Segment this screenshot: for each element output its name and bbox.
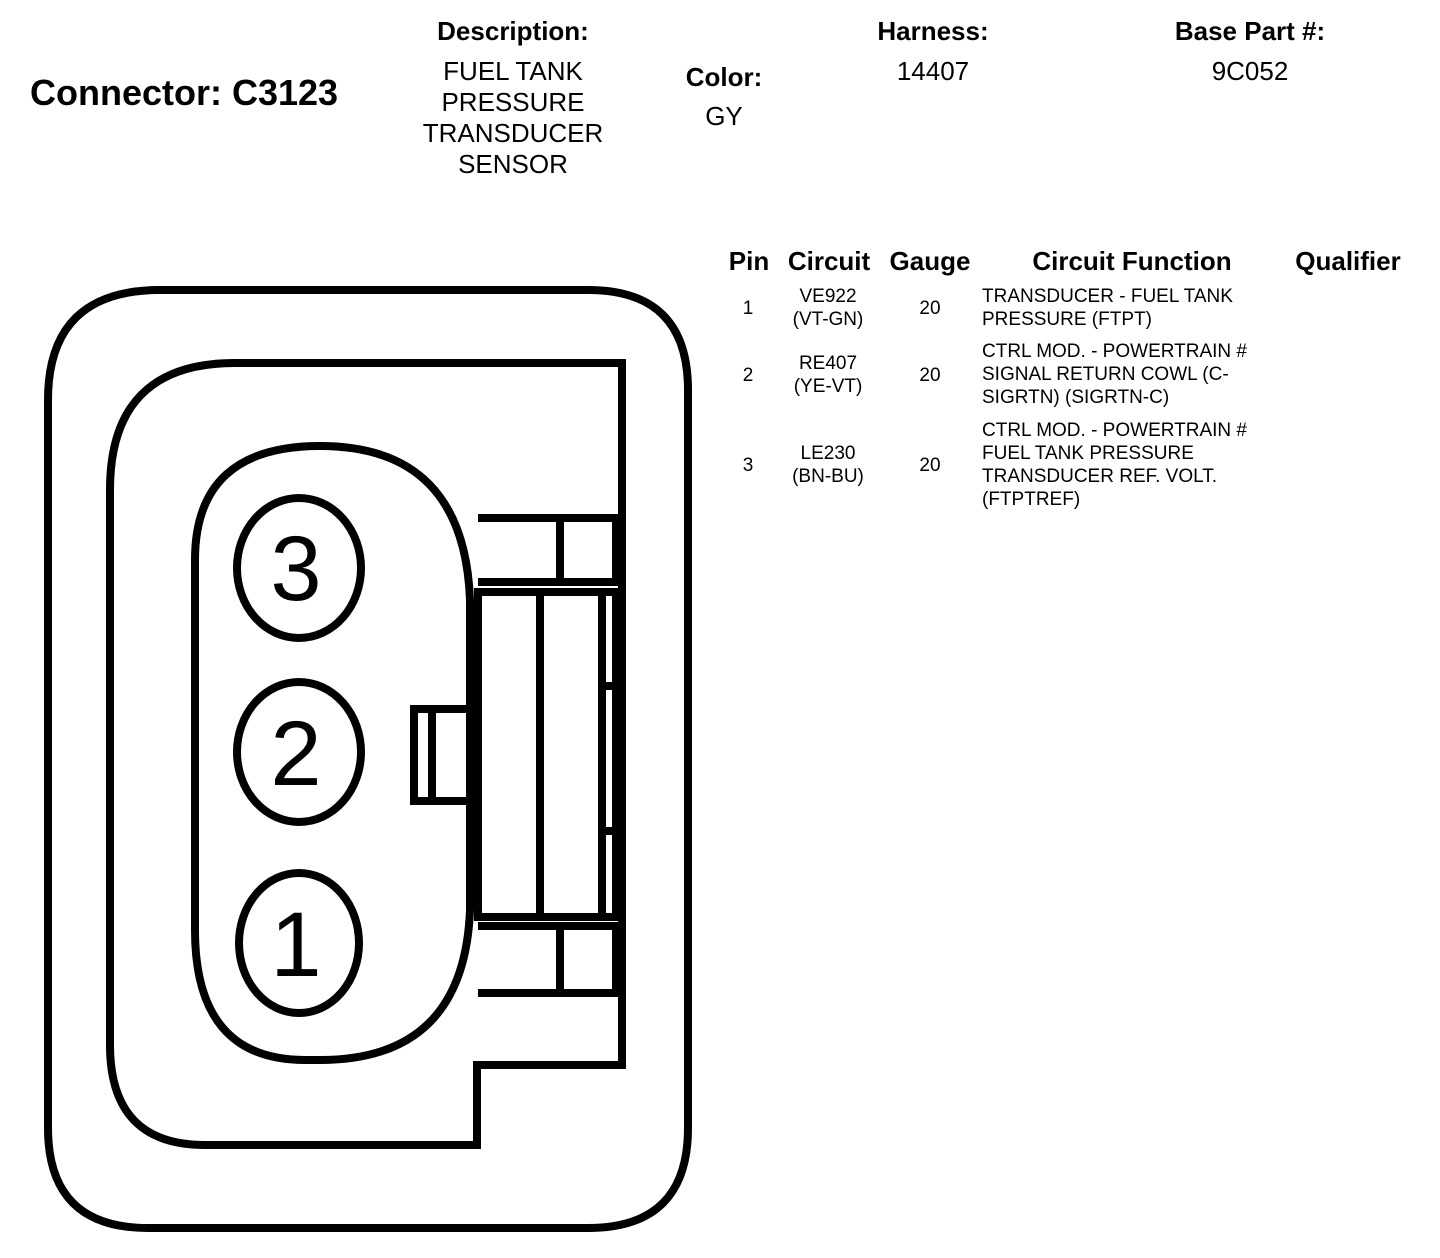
function-line: CTRL MOD. - POWERTRAIN # (982, 341, 1247, 362)
gauge-value: 20 (919, 298, 941, 319)
function-line: TRANSDUCER - FUEL TANK (982, 286, 1233, 307)
gauge-value: 20 (919, 455, 941, 476)
pin-number: 1 (742, 298, 754, 319)
pin-3-cavity (233, 494, 365, 642)
pin-3-label: 3 (270, 518, 321, 620)
function-line: TRANSDUCER REF. VOLT. (982, 466, 1218, 487)
inner-shroud-outline (106, 359, 626, 1149)
circuit-cell: LE230 (BN-BU) (778, 442, 878, 488)
function-line: CTRL MOD. - POWERTRAIN # (982, 420, 1247, 441)
pin-2-label: 2 (270, 703, 321, 805)
description-line: TRANSDUCER (422, 118, 604, 148)
pin-number: 2 (742, 365, 754, 386)
circuit-id: RE407 (798, 353, 858, 374)
base-part-label: Base Part #: (1174, 16, 1326, 46)
function-line: (FTPTREF) (982, 489, 1081, 510)
connector-title: Connector: C3123 (30, 72, 339, 113)
polarizing-key (410, 705, 474, 805)
description-label: Description: (437, 16, 589, 46)
function-line: SIGRTN) (SIGRTN-C) (982, 387, 1170, 408)
pin-number: 3 (742, 455, 754, 476)
circuit-id: VE922 (799, 286, 857, 307)
base-part-value: 9C052 (1211, 56, 1289, 86)
latch-window (474, 588, 620, 921)
pin-1-label: 1 (270, 894, 321, 996)
gauge-value: 20 (919, 365, 941, 386)
harness-value: 14407 (896, 56, 970, 86)
description-line: PRESSURE (441, 87, 585, 117)
description-line: SENSOR (458, 149, 568, 179)
color-value: GY (705, 101, 743, 131)
pin-2-cavity (233, 678, 365, 826)
circuit-function-cell: TRANSDUCER - FUEL TANK PRESSURE (FTPT) (982, 285, 1292, 331)
circuit-cell: VE922 (VT-GN) (778, 285, 878, 331)
pin-1-cavity (235, 869, 363, 1017)
description-line: FUEL TANK (443, 56, 583, 86)
circuit-color: (VT-GN) (792, 309, 864, 330)
upper-lock-block (478, 514, 620, 586)
circuit-function-column-header: Circuit Function (1032, 246, 1232, 276)
function-line: SIGNAL RETURN COWL (C- (982, 364, 1229, 385)
function-line: FUEL TANK PRESSURE (982, 443, 1194, 464)
color-label: Color: (685, 62, 763, 92)
circuit-column-header: Circuit (787, 246, 871, 276)
terminal-cavity-outline (191, 441, 474, 1064)
outer-housing-outline (44, 286, 692, 1232)
circuit-function-cell: CTRL MOD. - POWERTRAIN # SIGNAL RETURN C… (982, 340, 1292, 409)
circuit-color: (YE-VT) (793, 376, 863, 397)
qualifier-column-header: Qualifier (1295, 246, 1401, 276)
circuit-id: LE230 (800, 443, 856, 464)
description-value: FUEL TANK PRESSURE TRANSDUCER SENSOR (395, 56, 631, 180)
gauge-column-header: Gauge (889, 246, 971, 276)
lower-lock-block (478, 922, 620, 997)
circuit-function-cell: CTRL MOD. - POWERTRAIN # FUEL TANK PRESS… (982, 419, 1292, 511)
circuit-cell: RE407 (YE-VT) (778, 352, 878, 398)
circuit-color: (BN-BU) (792, 466, 864, 487)
function-line: PRESSURE (FTPT) (982, 309, 1152, 330)
pin-column-header: Pin (728, 246, 770, 276)
harness-label: Harness: (877, 16, 989, 46)
